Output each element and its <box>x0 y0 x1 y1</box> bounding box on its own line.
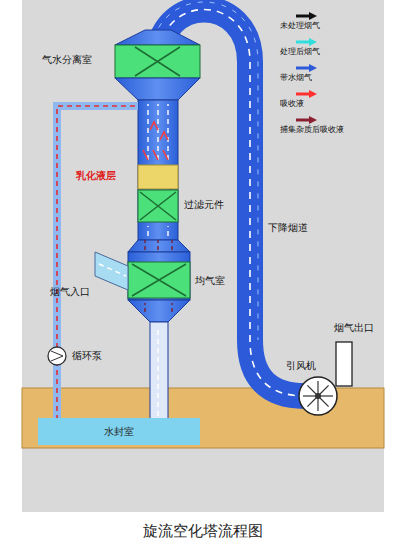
part-label: 过滤元件 <box>184 199 224 211</box>
part-label: 乳化液层 <box>76 170 116 182</box>
part-label: 气水分离室 <box>42 54 92 66</box>
inlet-pipe <box>95 252 128 290</box>
lower-chamber <box>128 252 190 300</box>
fan-housing <box>299 377 337 415</box>
seal-pipe <box>150 322 168 432</box>
equalizer-element <box>128 262 190 298</box>
flow-dash <box>99 264 126 276</box>
neck-cone <box>115 78 200 100</box>
element-cross <box>132 264 186 296</box>
circulation-flow <box>57 106 138 420</box>
separator-element <box>115 45 200 78</box>
emulsion-layer <box>138 165 178 189</box>
part-label: 下降烟道 <box>268 222 308 234</box>
element-cross <box>140 192 176 220</box>
filter-element <box>138 190 178 222</box>
part-label: 均气室 <box>195 275 225 287</box>
pump-symbol <box>51 351 63 361</box>
legend-text: 未处理烟气 <box>280 21 320 31</box>
liquid-arrows <box>143 122 168 160</box>
bottom-cone <box>128 300 190 322</box>
part-label: 烟气入口 <box>50 286 90 298</box>
part-label: 循环泵 <box>72 350 102 362</box>
pump-symbol <box>48 347 66 365</box>
fan-blades <box>303 381 333 411</box>
liquid-arrows <box>145 240 172 312</box>
outlet-stack <box>336 342 352 386</box>
lower-cone <box>128 240 190 252</box>
legend-text: 吸收液 <box>280 99 304 109</box>
fan-hub <box>315 393 321 399</box>
flow-dash <box>148 104 168 420</box>
circulation-pipe <box>57 106 138 420</box>
legend-text: 捕集杂质后吸收液 <box>280 125 344 135</box>
part-label: 引风机 <box>286 360 316 372</box>
top-cone <box>115 30 200 45</box>
part-label: 烟气出口 <box>334 322 374 334</box>
water-seal-water <box>38 418 200 445</box>
background-panel <box>22 0 384 512</box>
caption: 旋流空化塔流程图 <box>143 522 263 540</box>
water-seal-room: 水封室 <box>38 418 200 445</box>
legend-text: 带水烟气 <box>280 73 312 83</box>
node-label: 水封室 <box>104 425 134 439</box>
legend-text: 处理后烟气 <box>280 47 320 57</box>
element-cross <box>135 47 180 76</box>
